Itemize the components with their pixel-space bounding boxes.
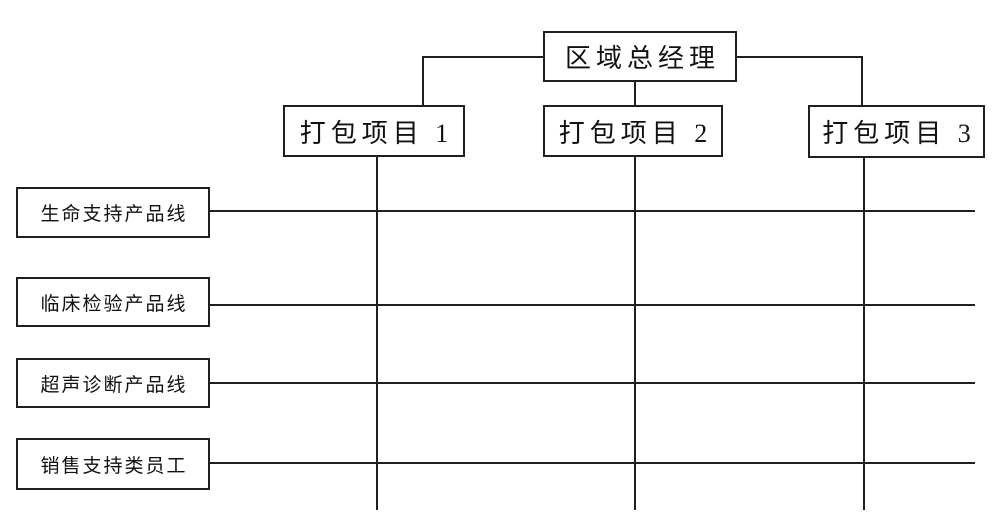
project1-drop-line	[376, 157, 378, 510]
project-box-3: 打包项目 3	[808, 105, 985, 158]
connector-root-to-project1-vertical	[422, 56, 424, 105]
product-line-box-sales-support-staff: 销售支持类员工	[16, 438, 210, 490]
row-line-clinical-testing	[210, 304, 975, 306]
connector-root-to-project1-horizontal	[422, 56, 543, 58]
row-line-life-support	[210, 210, 975, 212]
connector-root-to-project3-vertical	[861, 56, 863, 105]
product-line-box-ultrasound-diagnosis: 超声诊断产品线	[16, 358, 210, 408]
project-box-2: 打包项目 2	[543, 105, 723, 157]
project-box-1: 打包项目 1	[283, 105, 465, 157]
root-box-regional-general-manager: 区域总经理	[543, 31, 737, 82]
product-line-box-life-support: 生命支持产品线	[16, 187, 210, 238]
row-line-sales-support-staff	[210, 462, 975, 464]
connector-root-to-project3-horizontal	[737, 56, 863, 58]
connector-root-to-project2-vertical	[634, 82, 636, 105]
project2-drop-line	[634, 157, 636, 510]
project3-drop-line	[863, 157, 865, 510]
row-line-ultrasound-diagnosis	[210, 382, 975, 384]
product-line-box-clinical-testing: 临床检验产品线	[16, 277, 210, 327]
